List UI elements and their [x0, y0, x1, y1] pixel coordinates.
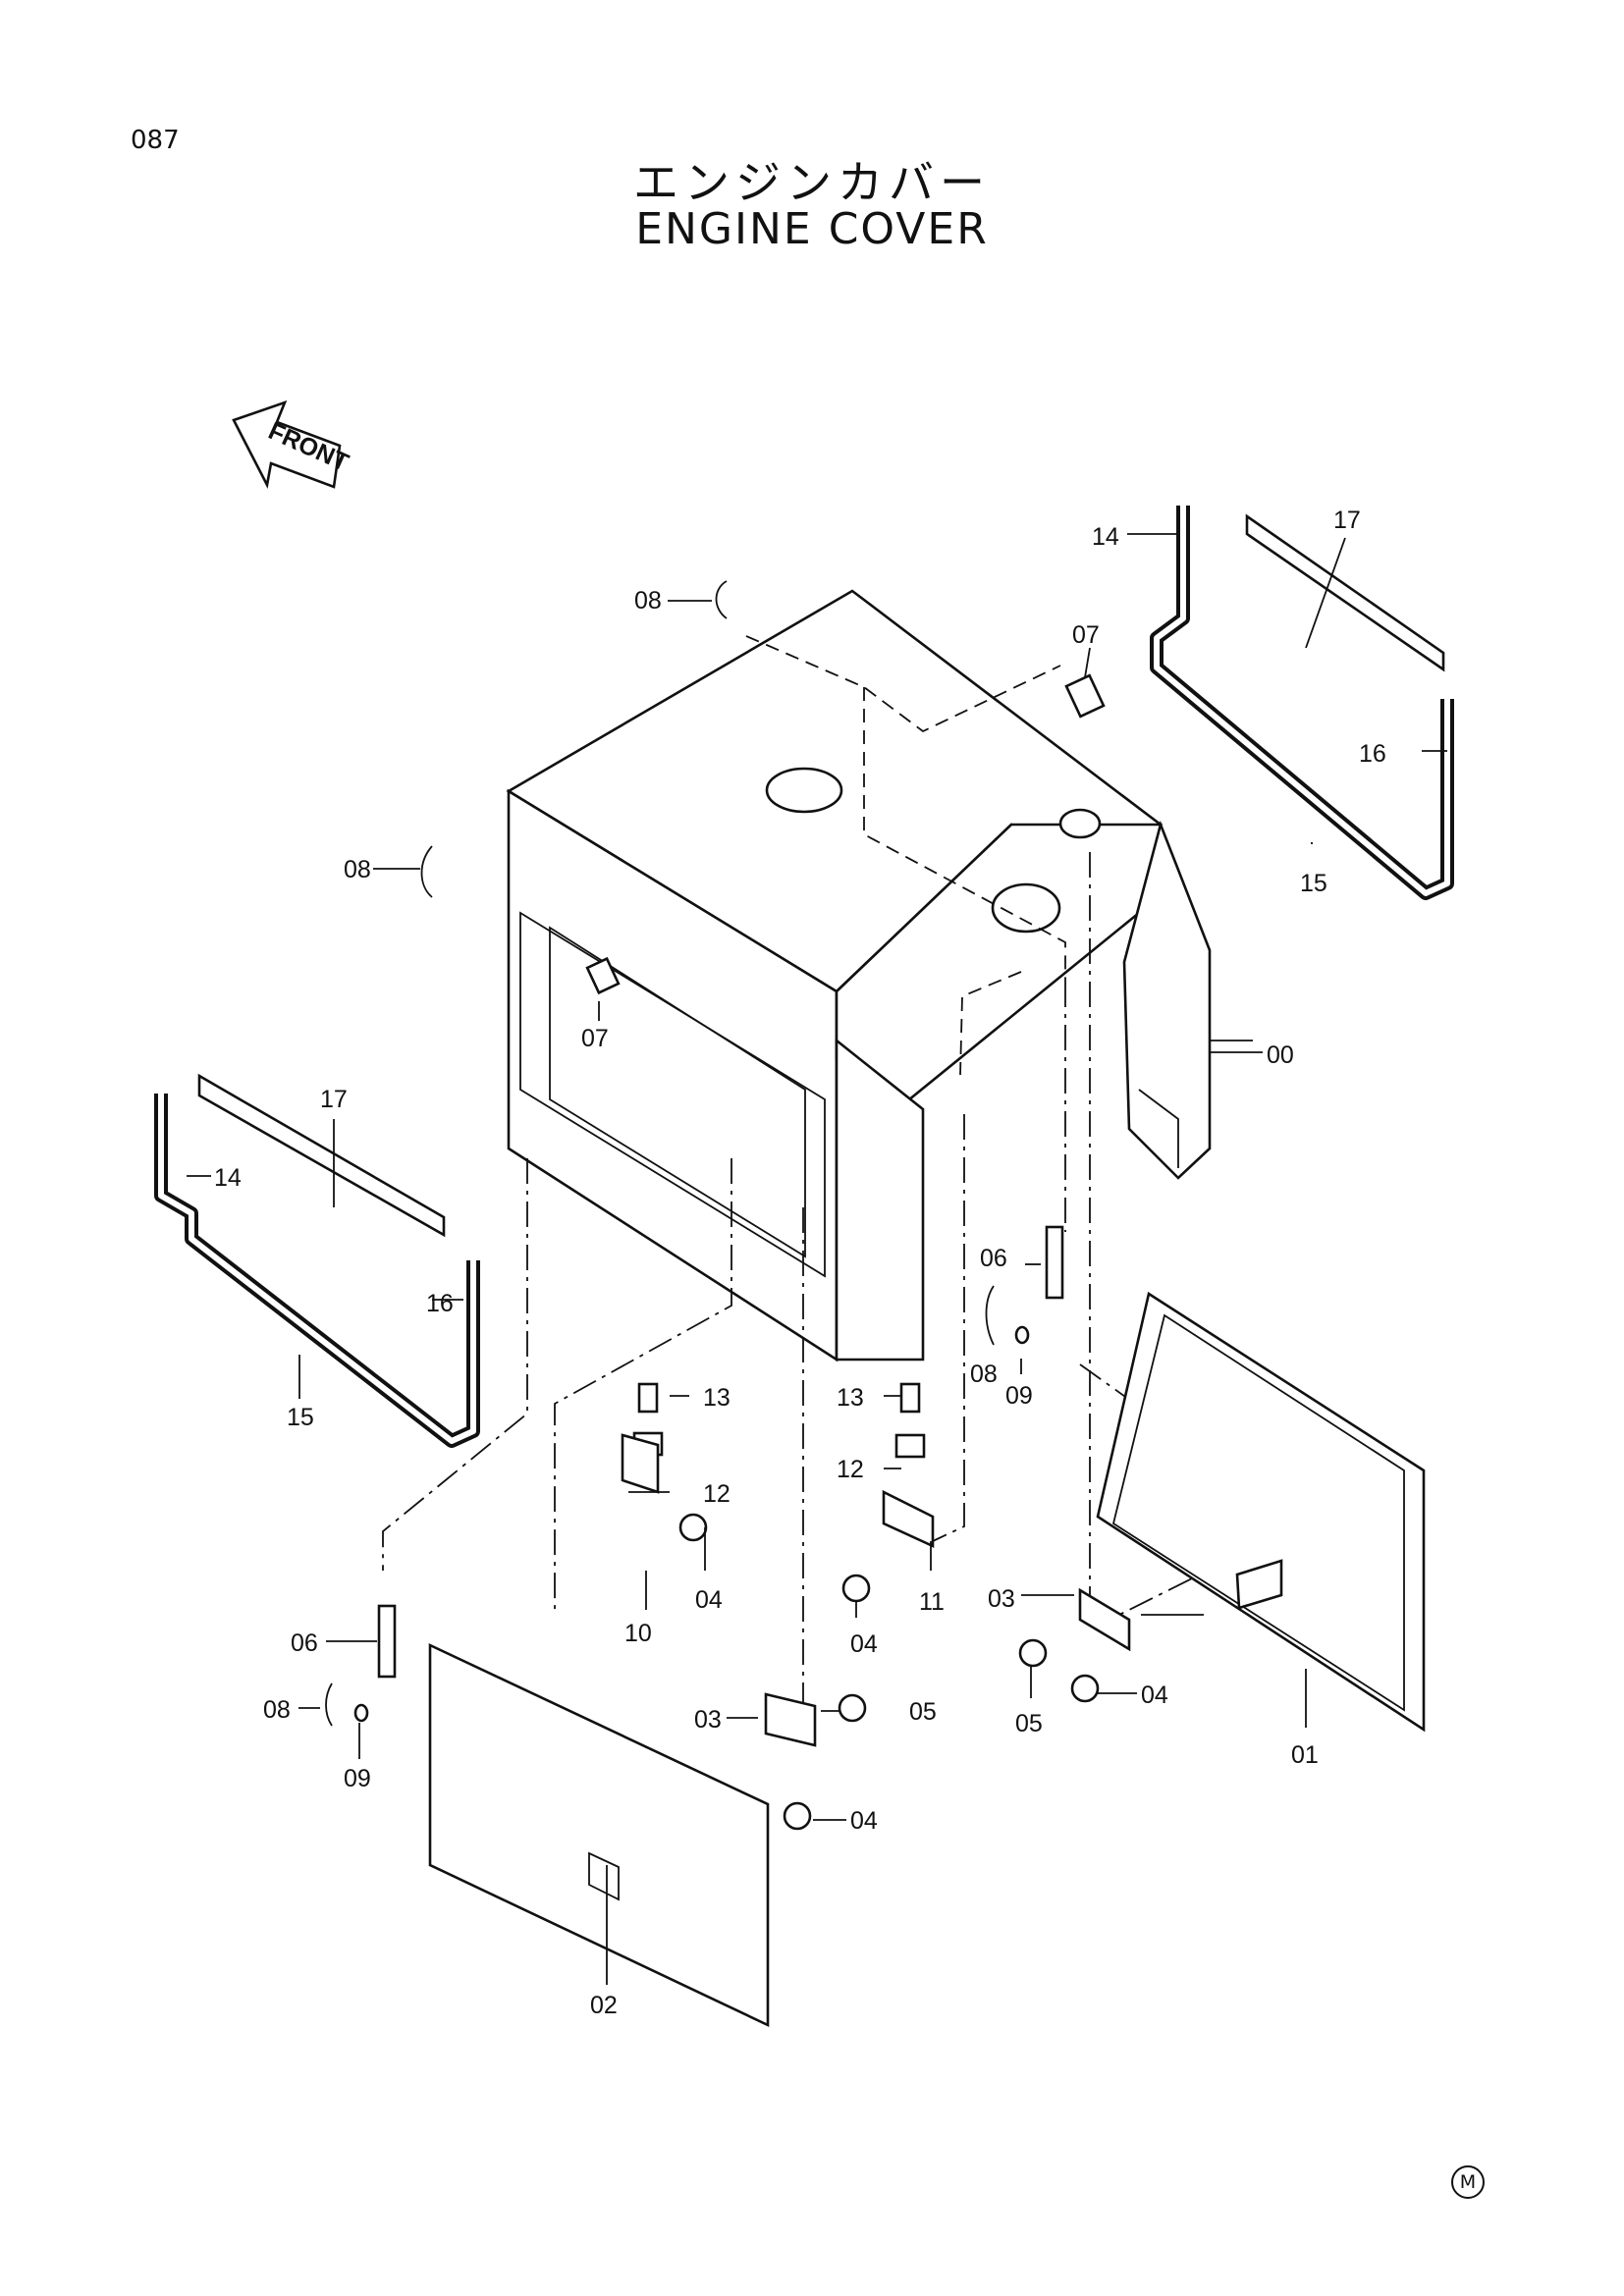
callout-15-a: 15: [1300, 870, 1327, 897]
callout-08-c: 08: [970, 1361, 998, 1388]
callout-04-a: 04: [695, 1586, 723, 1614]
callout-12-a: 12: [703, 1480, 731, 1508]
title-japanese: エンジンカバー: [633, 156, 991, 209]
door-panel-left: [428, 1642, 770, 2028]
callout-09-a: 09: [1005, 1382, 1033, 1410]
footer-mark: M: [1451, 2165, 1485, 2199]
callout-04-d: 04: [1141, 1682, 1168, 1709]
callout-07-b: 07: [581, 1025, 609, 1052]
seal-set-left: [154, 1073, 480, 1448]
title-english: ENGINE COVER: [635, 204, 989, 254]
callout-06-b: 06: [980, 1245, 1007, 1272]
door-panel-right: [1096, 1291, 1426, 1733]
callout-09-b: 09: [344, 1765, 371, 1792]
callout-12-b: 12: [837, 1456, 864, 1483]
callout-03-left: 03: [694, 1706, 722, 1734]
callout-02: 02: [590, 1992, 618, 2019]
engine-cover-frame: [506, 589, 1212, 1362]
callout-13-b: 13: [837, 1384, 864, 1412]
leader-lines: [187, 533, 1447, 1985]
callout-15-b: 15: [287, 1404, 314, 1431]
callout-07-a: 07: [1072, 621, 1100, 649]
callout-03-right: 03: [988, 1585, 1015, 1613]
callout-08-b: 08: [344, 856, 371, 883]
callout-08-d: 08: [263, 1696, 291, 1724]
callout-16-a: 16: [1359, 740, 1386, 768]
callout-08-a: 08: [634, 587, 662, 614]
hardware: [325, 580, 1131, 1831]
callout-10: 10: [624, 1620, 652, 1647]
callout-14-b: 14: [214, 1164, 242, 1192]
callout-06-a: 06: [291, 1629, 318, 1657]
seal-set-right: [1150, 506, 1454, 900]
callout-01: 01: [1291, 1741, 1319, 1769]
callout-11: 11: [919, 1588, 945, 1616]
callout-17-b: 17: [320, 1086, 348, 1113]
page-number: 087: [131, 126, 180, 155]
callout-14-a: 14: [1092, 523, 1119, 551]
callout-05-a: 05: [909, 1698, 937, 1726]
callout-04-b: 04: [850, 1630, 878, 1658]
callout-16-b: 16: [426, 1290, 454, 1317]
callout-05-b: 05: [1015, 1710, 1043, 1737]
front-arrow-icon: FRONT: [232, 400, 352, 489]
callout-13-a: 13: [703, 1384, 731, 1412]
callout-labels: 00 01 02 03 03 04 04 04 04 05 05 06 06 0…: [214, 507, 1386, 2019]
callout-04-c: 04: [850, 1807, 878, 1835]
callout-17-a: 17: [1333, 507, 1361, 534]
callout-00: 00: [1267, 1041, 1294, 1069]
